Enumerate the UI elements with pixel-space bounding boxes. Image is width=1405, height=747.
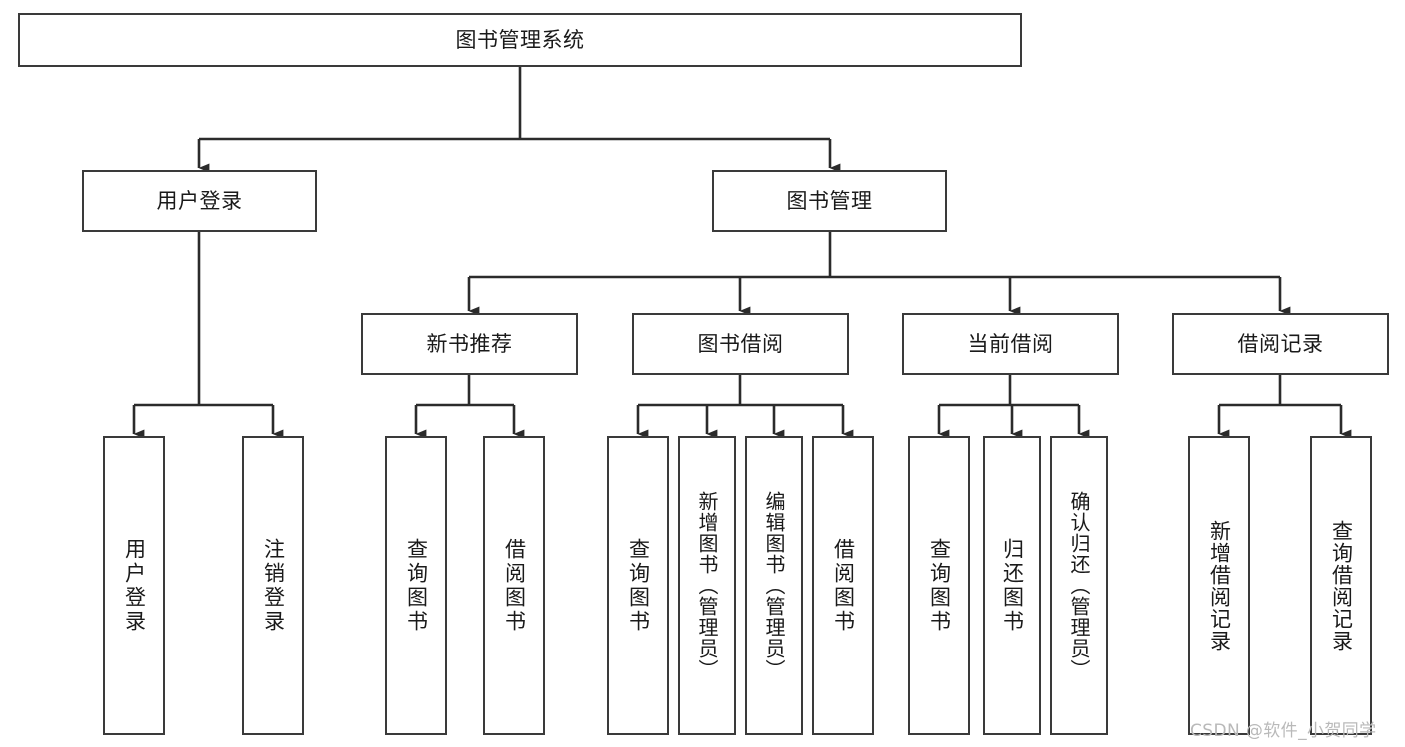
connector-book-management-to-level3 xyxy=(467,232,1291,316)
connector-new-book-rec-to-leaves xyxy=(414,375,525,439)
node-user-login-label: 用户登录 xyxy=(156,188,243,213)
node-leaf-query-books-borrow-label: 查询图书 xyxy=(626,537,651,634)
node-borrow-records-label: 借阅记录 xyxy=(1237,331,1324,356)
connector-root-to-level2 xyxy=(197,67,841,173)
node-book-management-label: 图书管理 xyxy=(786,188,873,213)
node-leaf-confirm-return-admin-label: 确认归还（管理员） xyxy=(1067,491,1091,680)
node-leaf-add-book-admin-label: 新增图书（管理员） xyxy=(695,491,719,680)
connector-borrow-records-to-leaves xyxy=(1217,375,1352,439)
node-leaf-return-books[interactable]: 归还图书 xyxy=(983,436,1041,735)
node-leaf-query-books-rec[interactable]: 查询图书 xyxy=(385,436,447,735)
node-leaf-edit-book-admin-label: 编辑图书（管理员） xyxy=(762,491,786,680)
node-book-management[interactable]: 图书管理 xyxy=(712,170,947,232)
connector-user-login-to-leaves xyxy=(132,232,284,439)
node-book-borrow-label: 图书借阅 xyxy=(697,331,784,356)
node-leaf-query-books-borrow[interactable]: 查询图书 xyxy=(607,436,669,735)
node-leaf-query-books-current-label: 查询图书 xyxy=(927,537,952,634)
node-new-book-recommendation-label: 新书推荐 xyxy=(426,331,513,356)
node-root-system-label: 图书管理系统 xyxy=(455,27,585,52)
connector-current-borrow-to-leaves xyxy=(937,375,1090,439)
node-new-book-recommendation[interactable]: 新书推荐 xyxy=(361,313,578,375)
node-leaf-query-borrow-record[interactable]: 查询借阅记录 xyxy=(1310,436,1372,735)
node-current-borrow-label: 当前借阅 xyxy=(967,331,1054,356)
node-leaf-borrow-books-rec-label: 借阅图书 xyxy=(502,537,527,634)
node-leaf-query-borrow-record-label: 查询借阅记录 xyxy=(1329,519,1354,652)
node-current-borrow[interactable]: 当前借阅 xyxy=(902,313,1119,375)
node-leaf-query-books-current[interactable]: 查询图书 xyxy=(908,436,970,735)
node-leaf-user-logout-label: 注销登录 xyxy=(261,537,286,634)
node-user-login[interactable]: 用户登录 xyxy=(82,170,317,232)
node-leaf-borrow-books-label: 借阅图书 xyxy=(831,537,856,634)
node-leaf-add-borrow-record[interactable]: 新增借阅记录 xyxy=(1188,436,1250,735)
node-leaf-borrow-books-rec[interactable]: 借阅图书 xyxy=(483,436,545,735)
node-book-borrow[interactable]: 图书借阅 xyxy=(632,313,849,375)
node-leaf-borrow-books[interactable]: 借阅图书 xyxy=(812,436,874,735)
connector-book-borrow-to-leaves xyxy=(636,375,854,439)
node-leaf-confirm-return-admin[interactable]: 确认归还（管理员） xyxy=(1050,436,1108,735)
node-leaf-user-login[interactable]: 用户登录 xyxy=(103,436,165,735)
node-leaf-add-borrow-record-label: 新增借阅记录 xyxy=(1207,519,1232,652)
node-leaf-edit-book-admin[interactable]: 编辑图书（管理员） xyxy=(745,436,803,735)
node-borrow-records[interactable]: 借阅记录 xyxy=(1172,313,1389,375)
node-leaf-add-book-admin[interactable]: 新增图书（管理员） xyxy=(678,436,736,735)
node-leaf-return-books-label: 归还图书 xyxy=(1000,537,1025,634)
node-leaf-user-login-label: 用户登录 xyxy=(122,537,147,634)
node-leaf-user-logout[interactable]: 注销登录 xyxy=(242,436,304,735)
node-leaf-query-books-rec-label: 查询图书 xyxy=(404,537,429,634)
node-root-system[interactable]: 图书管理系统 xyxy=(18,13,1022,67)
